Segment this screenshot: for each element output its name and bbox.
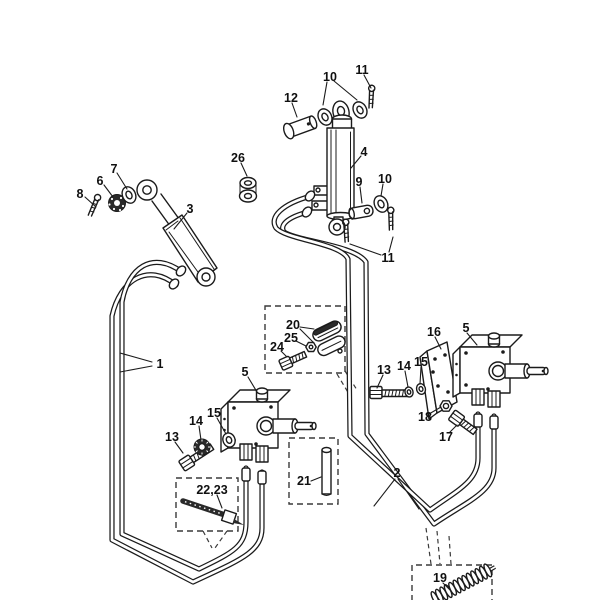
- callout-10-lower: 10: [378, 172, 392, 186]
- callout-22-23: 22,23: [196, 483, 227, 497]
- callout-7: 7: [111, 162, 118, 176]
- callout-12: 12: [284, 91, 298, 105]
- pivot-pin-9: [348, 204, 374, 220]
- bolt-24: [278, 350, 308, 371]
- callout-26: 26: [231, 151, 245, 165]
- bolt-13-right: [369, 385, 409, 400]
- nut-18: [439, 400, 453, 412]
- spiral-wrap-19: [430, 563, 496, 600]
- callout-3: 3: [187, 202, 194, 216]
- callout-14-left: 14: [189, 414, 203, 428]
- hose-clamp-20: [312, 320, 346, 357]
- callout-18: 18: [418, 410, 432, 424]
- callout-4: 4: [361, 145, 368, 159]
- callout-15-left: 15: [207, 406, 221, 420]
- callout-14-right: 14: [397, 359, 411, 373]
- lock-nut-6: [108, 194, 126, 212]
- callout-6: 6: [97, 174, 104, 188]
- spacer-tube-21: [321, 446, 332, 496]
- nut-25: [305, 341, 317, 353]
- mount-bracket-16: [419, 341, 458, 420]
- callout-2: 2: [394, 466, 401, 480]
- callout-24: 24: [270, 340, 284, 354]
- bolt-17: [448, 409, 478, 436]
- callout-13-left: 13: [165, 430, 179, 444]
- callout-1: 1: [157, 357, 164, 371]
- dashed-box-spacer-tube: [288, 437, 339, 505]
- callout-17: 17: [439, 430, 453, 444]
- callout-16: 16: [427, 325, 441, 339]
- callout-11-lower: 11: [381, 251, 394, 265]
- washer-15-right: [415, 382, 427, 396]
- clevis-pin-12: [282, 115, 318, 140]
- flange-nut-14-left: [193, 438, 211, 456]
- hose-end-fittings: [241, 413, 499, 485]
- callout-13-right: 13: [377, 363, 391, 377]
- callout-15-right: 15: [414, 355, 428, 369]
- trim-cylinder-3: [136, 179, 218, 290]
- cable-tie-22-23: [180, 498, 244, 525]
- callout-10-top: 10: [323, 70, 337, 84]
- callout-5-left: 5: [242, 365, 249, 379]
- dashed-box-spiral-wrap: [411, 527, 493, 600]
- dashed-box-cable-tie: [175, 477, 239, 549]
- grommet-26: [238, 176, 258, 203]
- callout-11-top: 11: [355, 63, 368, 77]
- callout-19: 19: [433, 571, 447, 585]
- callout-8: 8: [77, 187, 84, 201]
- callout-20: 20: [286, 318, 300, 332]
- washer-15-left: [222, 432, 236, 448]
- valve-block-5-left: [220, 387, 317, 463]
- callout-labels: 8 6 7 3 26 12 10 11 4 9 10 11 16 5 20 25…: [77, 63, 470, 585]
- callout-5-right: 5: [463, 321, 470, 335]
- callout-9: 9: [356, 175, 363, 189]
- valve-block-5-right: [452, 332, 549, 408]
- callout-25: 25: [284, 331, 298, 345]
- hose-assembly-2: [271, 193, 497, 527]
- callout-leaders: [84, 74, 478, 592]
- hose-assembly-1: [109, 259, 265, 585]
- callout-21: 21: [297, 474, 311, 488]
- tilt-cylinder-4: [301, 100, 355, 236]
- washer-10-top-right: [349, 98, 371, 122]
